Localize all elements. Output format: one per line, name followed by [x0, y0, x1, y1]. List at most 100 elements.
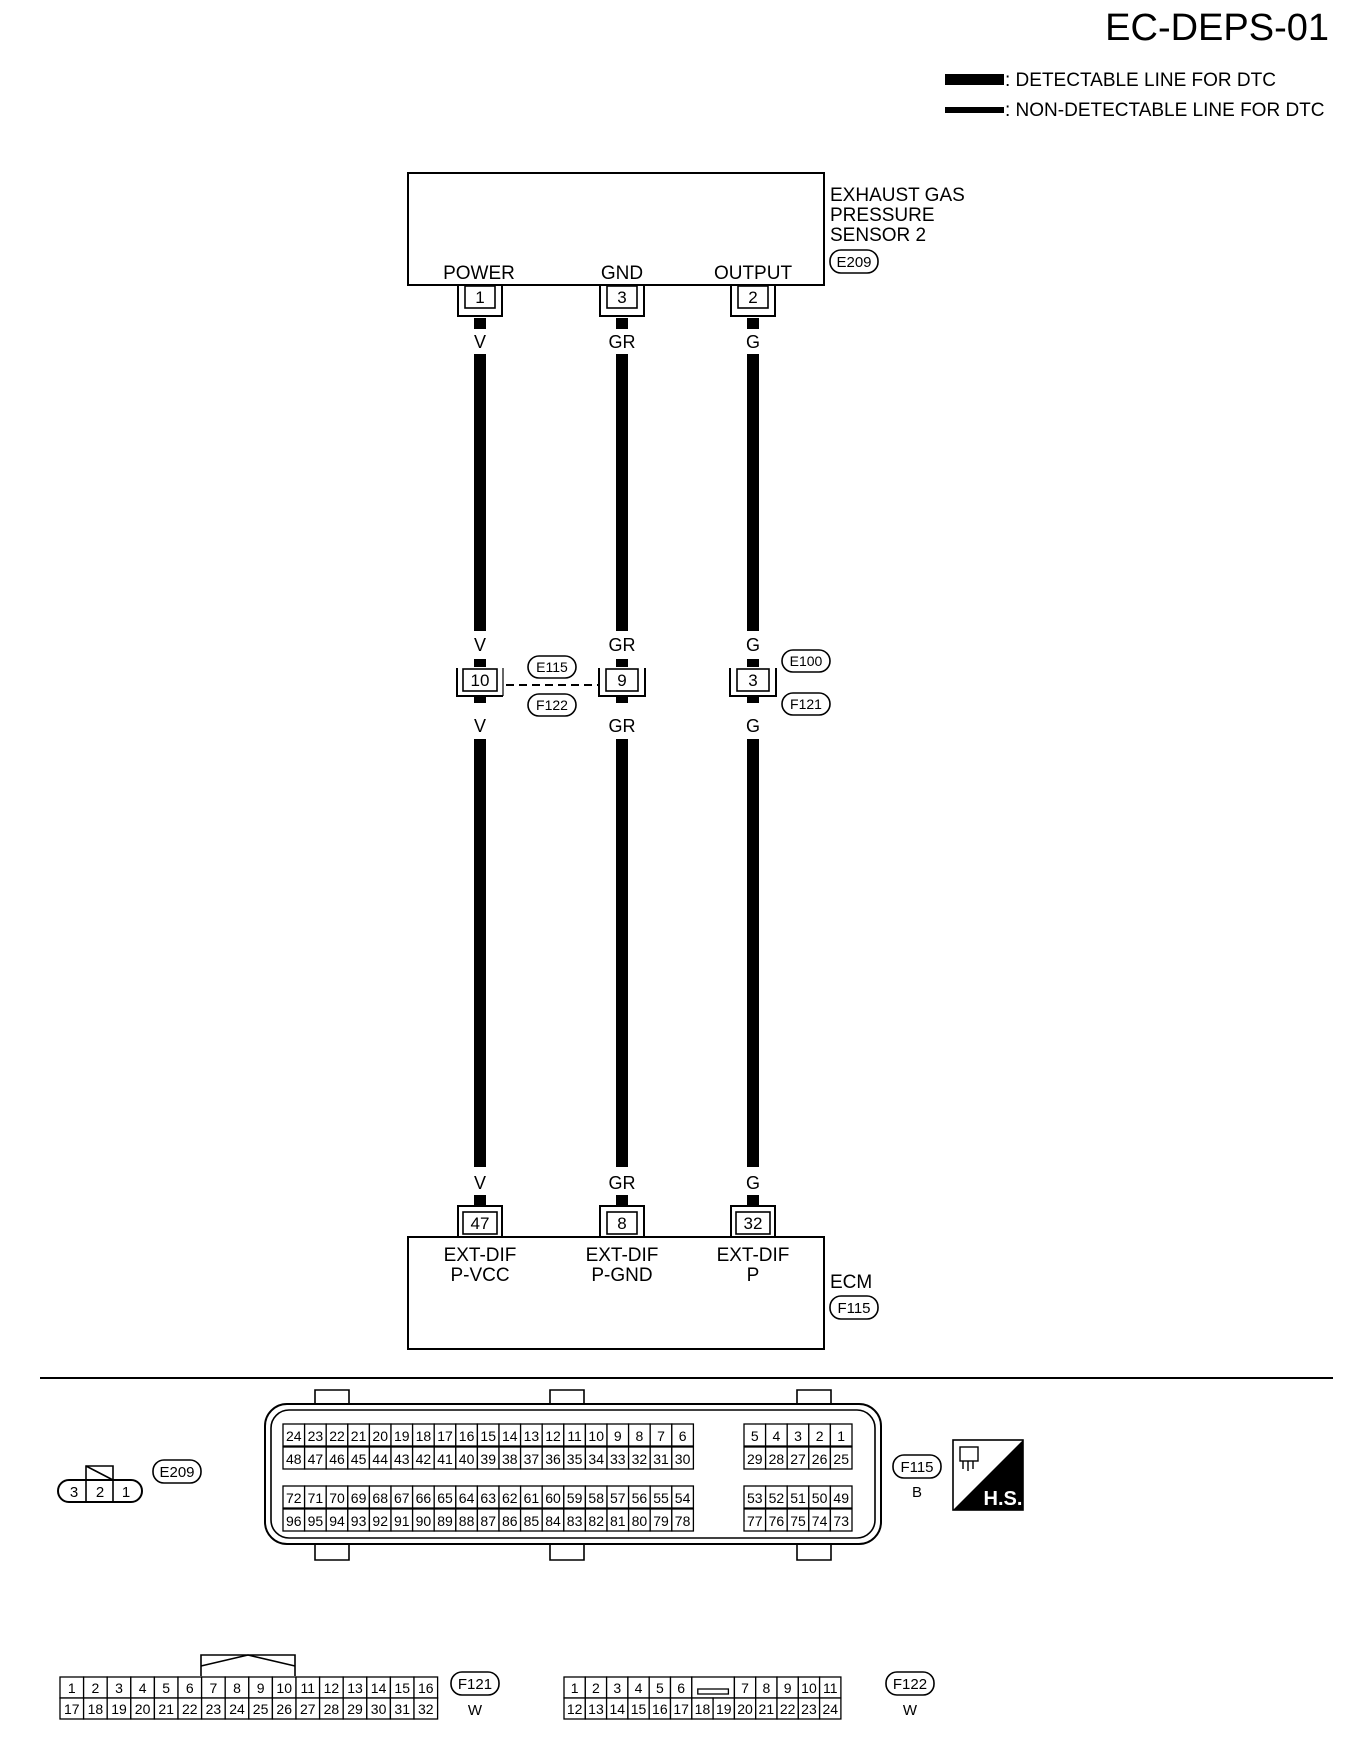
connector-icon [959, 1446, 979, 1462]
pin-number: 28 [324, 1701, 340, 1717]
pin-number: 27 [300, 1701, 316, 1717]
pin-number: 30 [675, 1451, 691, 1467]
legend: : DETECTABLE LINE FOR DTC : NON-DETECTAB… [945, 70, 1325, 121]
ecm-pin-47: 47 [471, 1214, 490, 1233]
pin-number: 53 [747, 1490, 763, 1506]
pin-number: 36 [545, 1451, 561, 1467]
pin-number: 4 [139, 1680, 147, 1696]
e209-pin-1: 1 [122, 1484, 130, 1501]
pin-number: 82 [588, 1513, 604, 1529]
pin-number: 31 [394, 1701, 410, 1717]
pin-number: 87 [480, 1513, 496, 1529]
pin-number: 72 [286, 1490, 302, 1506]
f115-view-id: F115 [900, 1459, 933, 1476]
pin-cell [829, 1423, 853, 1447]
f121-view-id: F121 [458, 1676, 492, 1693]
pin-number: 11 [823, 1680, 838, 1696]
pin-number: 46 [329, 1451, 345, 1467]
ecm-box [407, 1236, 825, 1350]
pin-number: 51 [790, 1490, 806, 1506]
pin-number: 54 [675, 1490, 691, 1506]
ecm-component: EXT-DIF P-VCC EXT-DIF P-GND EXT-DIF P EC… [407, 1236, 879, 1350]
wire-color-v-2: V [474, 635, 486, 655]
pin-number: 35 [567, 1451, 583, 1467]
pin-number: 14 [609, 1701, 625, 1717]
pin-number: 79 [653, 1513, 669, 1529]
pin-number: 85 [524, 1513, 540, 1529]
ecm-name: ECM [830, 1272, 872, 1293]
pin-number: 78 [675, 1513, 691, 1529]
junction-pin-v: 10 [471, 671, 490, 690]
pin-number: 52 [769, 1490, 785, 1506]
pin-number: 89 [437, 1513, 453, 1529]
latch-slot [691, 1676, 736, 1699]
pin-number: 95 [308, 1513, 324, 1529]
wire-color-g-2: G [746, 635, 760, 655]
wire-color-g-4: G [746, 1173, 760, 1193]
pin-number: 62 [502, 1490, 518, 1506]
pin-number: 20 [135, 1701, 151, 1717]
pin-number: 1 [571, 1680, 579, 1696]
sensor-terminal-output: OUTPUT [714, 263, 793, 284]
pin-number: 7 [657, 1428, 665, 1444]
pin-number: 16 [652, 1701, 668, 1717]
pin-number: 83 [567, 1513, 583, 1529]
ecm-terminal-8-line1: EXT-DIF [586, 1245, 659, 1266]
pin-number: 19 [716, 1701, 732, 1717]
pin-number: 93 [351, 1513, 367, 1529]
pin-number: 29 [747, 1451, 763, 1467]
pin-number: 17 [673, 1701, 689, 1717]
pin-number: 5 [162, 1680, 170, 1696]
pin-number: 2 [816, 1428, 824, 1444]
e209-pin-2: 2 [96, 1484, 104, 1501]
pin-number: 11 [301, 1680, 316, 1696]
sensor-terminal-power: POWER [443, 263, 515, 284]
pin-cell [829, 1485, 853, 1509]
pin-number: 38 [502, 1451, 518, 1467]
sensor-connector-id: E209 [836, 254, 871, 271]
pin-number: 57 [610, 1490, 626, 1506]
f121-view-color: W [468, 1702, 483, 1719]
sensor-name-line-2: PRESSURE [830, 205, 935, 226]
wire-color-v-3: V [474, 716, 486, 736]
pin-number: 26 [276, 1701, 292, 1717]
pin-number: 22 [780, 1701, 796, 1717]
connector-tag-e100: E100 [790, 653, 823, 669]
sensor-pin-output: 2 [748, 288, 757, 307]
pin-number: 20 [372, 1428, 388, 1444]
sensor-connector-tag [829, 249, 879, 274]
pin-number: 14 [371, 1680, 387, 1696]
ecm-pin-8: 8 [617, 1214, 626, 1233]
sensor-box [407, 172, 825, 286]
pin-number: 19 [394, 1428, 410, 1444]
pin-number: 13 [524, 1428, 540, 1444]
pin-cell [829, 1508, 853, 1532]
latch-icon [697, 1688, 730, 1695]
pin-number: 68 [372, 1490, 388, 1506]
sensor-name-line-3: SENSOR 2 [830, 225, 926, 246]
f115-view-color: B [912, 1484, 922, 1501]
pin-number: 31 [653, 1451, 669, 1467]
pin-number: 67 [394, 1490, 410, 1506]
pin-number: 17 [437, 1428, 453, 1444]
junction-connectors: 10 9 3 E115 F122 E100 F121 [456, 649, 831, 717]
pin-number: 18 [88, 1701, 104, 1717]
pin-number: 25 [253, 1701, 269, 1717]
detectable-line-swatch [945, 74, 1004, 85]
pin-number: 60 [545, 1490, 561, 1506]
connector-tag-e115: E115 [536, 659, 568, 675]
pin-number: 9 [784, 1680, 792, 1696]
pin-number: 65 [437, 1490, 453, 1506]
pin-number: 43 [394, 1451, 410, 1467]
pin-number: 15 [394, 1680, 410, 1696]
pin-number: 7 [741, 1680, 749, 1696]
f122-view-id: F122 [893, 1676, 927, 1693]
wire-color-gr-4: GR [609, 1173, 636, 1193]
pin-number: 12 [545, 1428, 561, 1444]
e209-pin-3: 3 [70, 1484, 78, 1501]
non-detectable-line-swatch [945, 107, 1004, 113]
